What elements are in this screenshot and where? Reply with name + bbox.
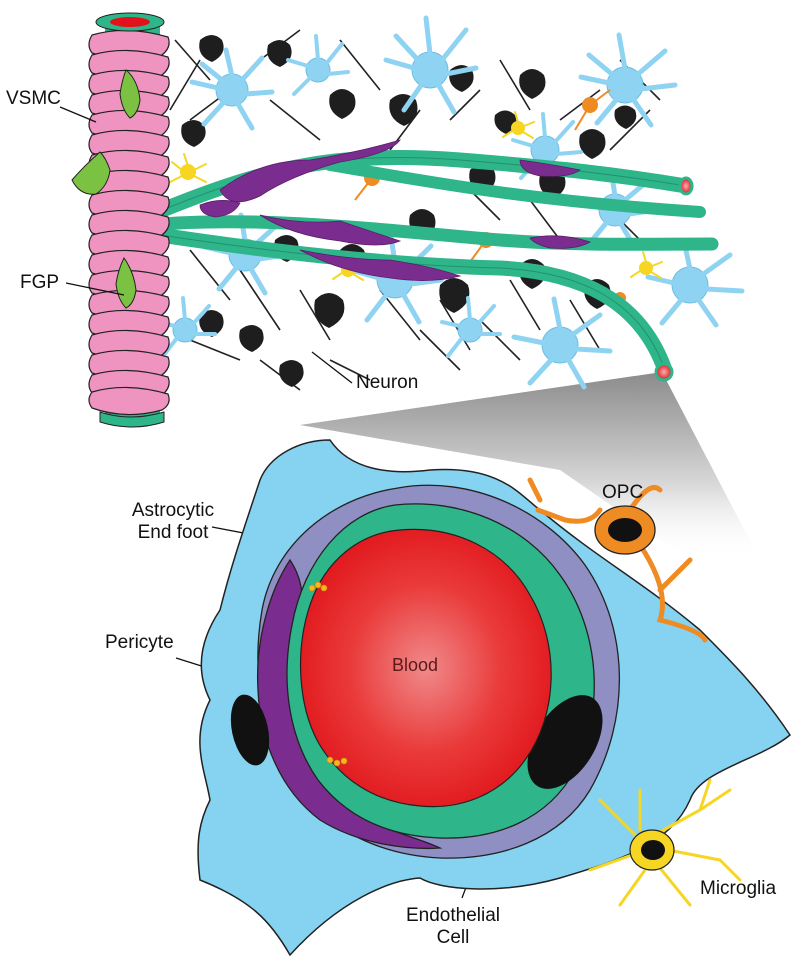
label-endothelial: Endothelial bbox=[405, 905, 501, 926]
blood-lumen bbox=[300, 528, 552, 808]
neuron-cell bbox=[494, 110, 517, 134]
label-vsmc: VSMC bbox=[6, 88, 61, 109]
microglia-cell bbox=[502, 111, 535, 139]
label-fgp: FGP bbox=[20, 272, 60, 293]
label-neuron: Neuron bbox=[356, 372, 419, 393]
microglia-nucleus bbox=[641, 840, 665, 860]
microglia-large bbox=[588, 778, 742, 907]
astrocyte-cell bbox=[511, 296, 613, 390]
capillaries bbox=[142, 149, 719, 378]
neuron-cell bbox=[199, 310, 224, 337]
capillary-lumen bbox=[678, 176, 694, 196]
neuron-cell bbox=[439, 278, 470, 313]
neuron-cell bbox=[199, 35, 224, 62]
label-endothelial-cell: Endothelial Cell bbox=[398, 905, 508, 949]
neuron-cell bbox=[614, 105, 637, 129]
arteriole-bottom bbox=[99, 411, 165, 428]
label-pericyte: Pericyte bbox=[105, 632, 174, 653]
label-blood: Blood bbox=[392, 655, 439, 675]
label-cell: Cell bbox=[436, 927, 470, 948]
neuron-cell bbox=[329, 89, 356, 119]
astrocyte-cell bbox=[189, 47, 275, 131]
fgp-leader bbox=[65, 282, 125, 296]
astrocyte-cell bbox=[286, 34, 350, 96]
arteriole bbox=[71, 12, 170, 428]
capillary-branch bbox=[324, 159, 706, 218]
cross-section bbox=[197, 439, 791, 957]
microglia-cell bbox=[169, 153, 207, 183]
pericyte-processes bbox=[199, 139, 591, 281]
astrocyte-cell bbox=[383, 15, 479, 115]
fgp-cell bbox=[119, 69, 141, 119]
label-astrocytic-end-foot: Astrocytic End foot bbox=[118, 500, 228, 544]
capillary-lumen bbox=[654, 362, 674, 382]
astrocyte-cell bbox=[645, 238, 745, 328]
astrocyte-cell bbox=[440, 296, 502, 358]
opc-large bbox=[527, 477, 708, 643]
upper-network bbox=[71, 12, 745, 428]
neuron-cell bbox=[279, 360, 304, 387]
fgp-cells bbox=[71, 69, 141, 309]
vsmc-leader bbox=[59, 106, 97, 123]
neuron-leader bbox=[311, 351, 353, 384]
neuron-cell bbox=[181, 120, 206, 147]
neuron-cell bbox=[519, 69, 546, 99]
endothelial-nucleus bbox=[527, 695, 603, 789]
capillary-branch bbox=[143, 215, 719, 251]
neuron-cell bbox=[314, 293, 345, 328]
microglia-cell bbox=[630, 251, 663, 279]
label-end-foot: End foot bbox=[137, 522, 209, 543]
pericyte-nucleus bbox=[230, 694, 270, 766]
opc-nucleus bbox=[608, 518, 642, 542]
label-astrocytic: Astrocytic bbox=[131, 500, 215, 521]
vsmc-rings bbox=[88, 29, 170, 416]
fgp-cell bbox=[71, 151, 111, 195]
label-microglia: Microglia bbox=[700, 878, 777, 899]
neuron-cell bbox=[239, 325, 264, 352]
tight-junctions bbox=[308, 581, 348, 767]
astrocyte-cell bbox=[155, 296, 217, 358]
neuron-cell bbox=[579, 129, 606, 159]
neuron-cell bbox=[267, 40, 292, 67]
fgp-cell bbox=[115, 257, 137, 309]
arteriole-top-lumen bbox=[110, 17, 150, 27]
astrocyte-cell bbox=[578, 32, 678, 128]
label-opc: OPC bbox=[602, 482, 644, 503]
